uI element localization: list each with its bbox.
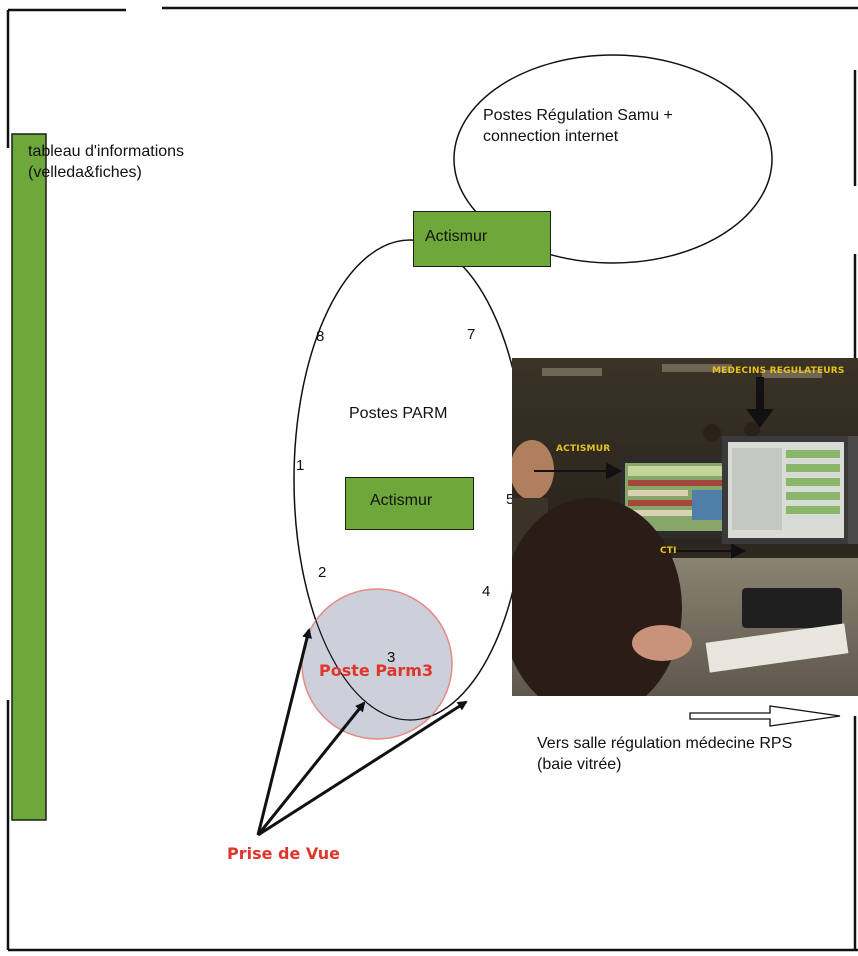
station-number-8: 8: [316, 328, 325, 345]
regulation-label-line1: Postes Régulation Samu +: [483, 107, 673, 124]
parm-ellipse-overlay: [302, 589, 452, 721]
photo-label-cti: CTI: [660, 546, 677, 556]
station-number-3: 3: [387, 649, 396, 666]
viewpoint-arrow-3: [257, 700, 468, 837]
postes-parm-label: Postes PARM: [349, 405, 448, 422]
photo-label-actismur: ACTISMUR: [556, 444, 611, 454]
control-room-photo-drawing: [512, 358, 858, 696]
viewpoint-arrow-1: [256, 628, 312, 836]
viewpoint-arrow-2: [256, 701, 366, 836]
actismur-center-box: [345, 477, 474, 530]
regulation-label-line2: connection internet: [483, 128, 619, 145]
room-walls: [6, 6, 858, 952]
vers-salle-label-line1: Vers salle régulation médecine RPS: [537, 735, 793, 752]
direction-arrow-icon: [689, 705, 841, 727]
photo-label-medecins: MEDECINS REGULATEURS: [712, 366, 845, 376]
station-number-4: 4: [482, 583, 491, 600]
station-number-2: 2: [318, 564, 327, 581]
info-board-label-line2: (velleda&fiches): [28, 164, 142, 181]
viewpoint-arrows: [256, 628, 468, 837]
station-number-5: 5: [506, 491, 515, 508]
information-board: [11, 133, 47, 821]
info-board-label-line1: tableau d'informations: [28, 143, 185, 160]
actismur-top-label: Actismur: [425, 228, 488, 245]
station-number-1: 1: [296, 457, 305, 474]
control-room-photo: MEDECINS REGULATEURS ACTISMUR CTI: [512, 358, 858, 696]
actismur-center-label: Actismur: [370, 492, 433, 509]
actismur-top-box: [413, 211, 551, 267]
poste-parm3-label: Poste Parm3: [319, 661, 434, 680]
station-number-7: 7: [467, 326, 476, 343]
prise-de-vue-label: Prise de Vue: [227, 844, 340, 863]
vers-salle-label-line2: (baie vitrée): [537, 756, 622, 773]
